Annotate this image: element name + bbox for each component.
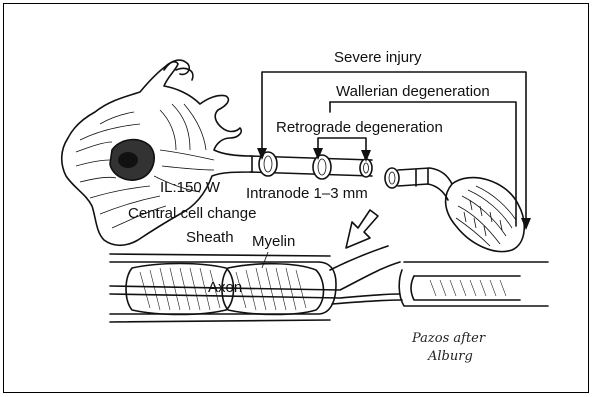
signature-line-1: Pazos after: [411, 331, 486, 346]
fiber-section: [110, 246, 548, 322]
label-axon: Axon: [208, 279, 242, 296]
label-central-cell-change: Central cell change: [128, 205, 256, 222]
distal-segment: [385, 168, 524, 252]
label-il: IL:150 W: [160, 179, 221, 196]
label-sheath: Sheath: [186, 229, 234, 246]
proximal-axon: [250, 152, 372, 179]
label-retrograde-degeneration: Retrograde degeneration: [276, 119, 443, 136]
label-myelin: Myelin: [252, 233, 295, 250]
signature-line-2: Alburg: [427, 349, 473, 364]
label-intranode: Intranode 1–3 mm: [246, 185, 368, 202]
zoom-arrow: [346, 210, 378, 248]
label-severe-injury: Severe injury: [334, 49, 422, 66]
label-wallerian-degeneration: Wallerian degeneration: [336, 83, 490, 100]
